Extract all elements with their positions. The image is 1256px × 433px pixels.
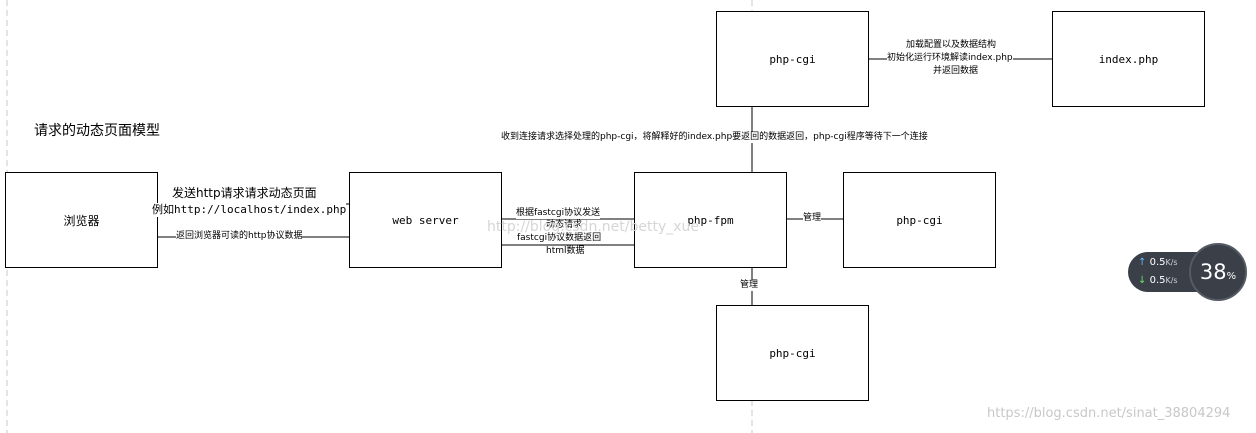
edge-label-fastcgi-send-line1: 根据fastcgi协议发送: [516, 208, 601, 219]
upload-speed-unit: K/s: [1165, 258, 1178, 267]
edge-label-fastcgi-return-line2: html数据: [546, 246, 585, 257]
node-php-fpm: php-fpm: [634, 172, 787, 268]
download-speed-unit: K/s: [1165, 276, 1178, 285]
upload-speed: ↑ 0.5K/s: [1138, 257, 1178, 268]
edge-label-fastcgi-send-line2: 动态请求: [546, 220, 583, 231]
edge-label-request-line2: 例如http://localhost/index.php: [152, 203, 347, 217]
node-php-cgi-top: php-cgi: [716, 11, 869, 107]
node-index-php-label: index.php: [1098, 52, 1159, 66]
watermark-center: http://blog.csdn.net/betty_xue: [487, 219, 699, 235]
edge-label-fpm-cgi-top: 收到连接请求选择处理的php-cgi，将解释好的index.php要返回的数据返…: [501, 132, 928, 143]
edge-label-cgi-index-line3: 并返回数据: [933, 66, 979, 77]
node-php-cgi-bottom-label: php-cgi: [769, 346, 816, 360]
edge-label-response: 返回浏览器可读的http协议数据: [176, 231, 303, 242]
download-arrow-icon: ↓: [1138, 275, 1147, 286]
edge-label-request-line1: 发送http请求请求动态页面: [172, 186, 317, 200]
memory-usage-percent: 38: [1199, 260, 1227, 284]
download-speed: ↓ 0.5K/s: [1138, 275, 1178, 286]
node-index-php: index.php: [1052, 11, 1205, 107]
upload-speed-value: 0.5: [1149, 257, 1166, 268]
download-speed-value: 0.5: [1149, 275, 1166, 286]
edge-label-cgi-index-line1: 加载配置以及数据结构: [906, 40, 997, 51]
edge-label-cgi-index-line2: 初始化运行环境解读index.php: [887, 53, 1013, 64]
diagram-title: 请求的动态页面模型: [34, 123, 160, 139]
memory-usage-percent-sign: %: [1226, 270, 1237, 282]
node-browser: 浏览器: [5, 172, 158, 268]
node-php-cgi-bottom: php-cgi: [716, 305, 869, 401]
watermark-bottom-right: https://blog.csdn.net/sinat_38804294: [987, 406, 1231, 421]
edge-label-fastcgi-return-line1: fastcgi协议数据返回: [517, 233, 602, 244]
node-browser-label: 浏览器: [63, 213, 100, 228]
upload-arrow-icon: ↑: [1138, 257, 1147, 268]
edge-label-manage-right: 管理: [803, 213, 822, 224]
node-web-server: web server: [349, 172, 502, 268]
node-php-cgi-top-label: php-cgi: [769, 52, 816, 66]
network-speed-widget[interactable]: ↑ 0.5K/s ↓ 0.5K/s 38%: [1128, 243, 1248, 301]
node-web-server-label: web server: [392, 213, 459, 227]
edge-label-manage-bottom: 管理: [740, 280, 759, 291]
node-php-fpm-label: php-fpm: [687, 213, 734, 227]
node-php-cgi-right-label: php-cgi: [896, 213, 943, 227]
memory-usage-gauge[interactable]: 38%: [1189, 243, 1247, 301]
node-php-cgi-right: php-cgi: [843, 172, 996, 268]
